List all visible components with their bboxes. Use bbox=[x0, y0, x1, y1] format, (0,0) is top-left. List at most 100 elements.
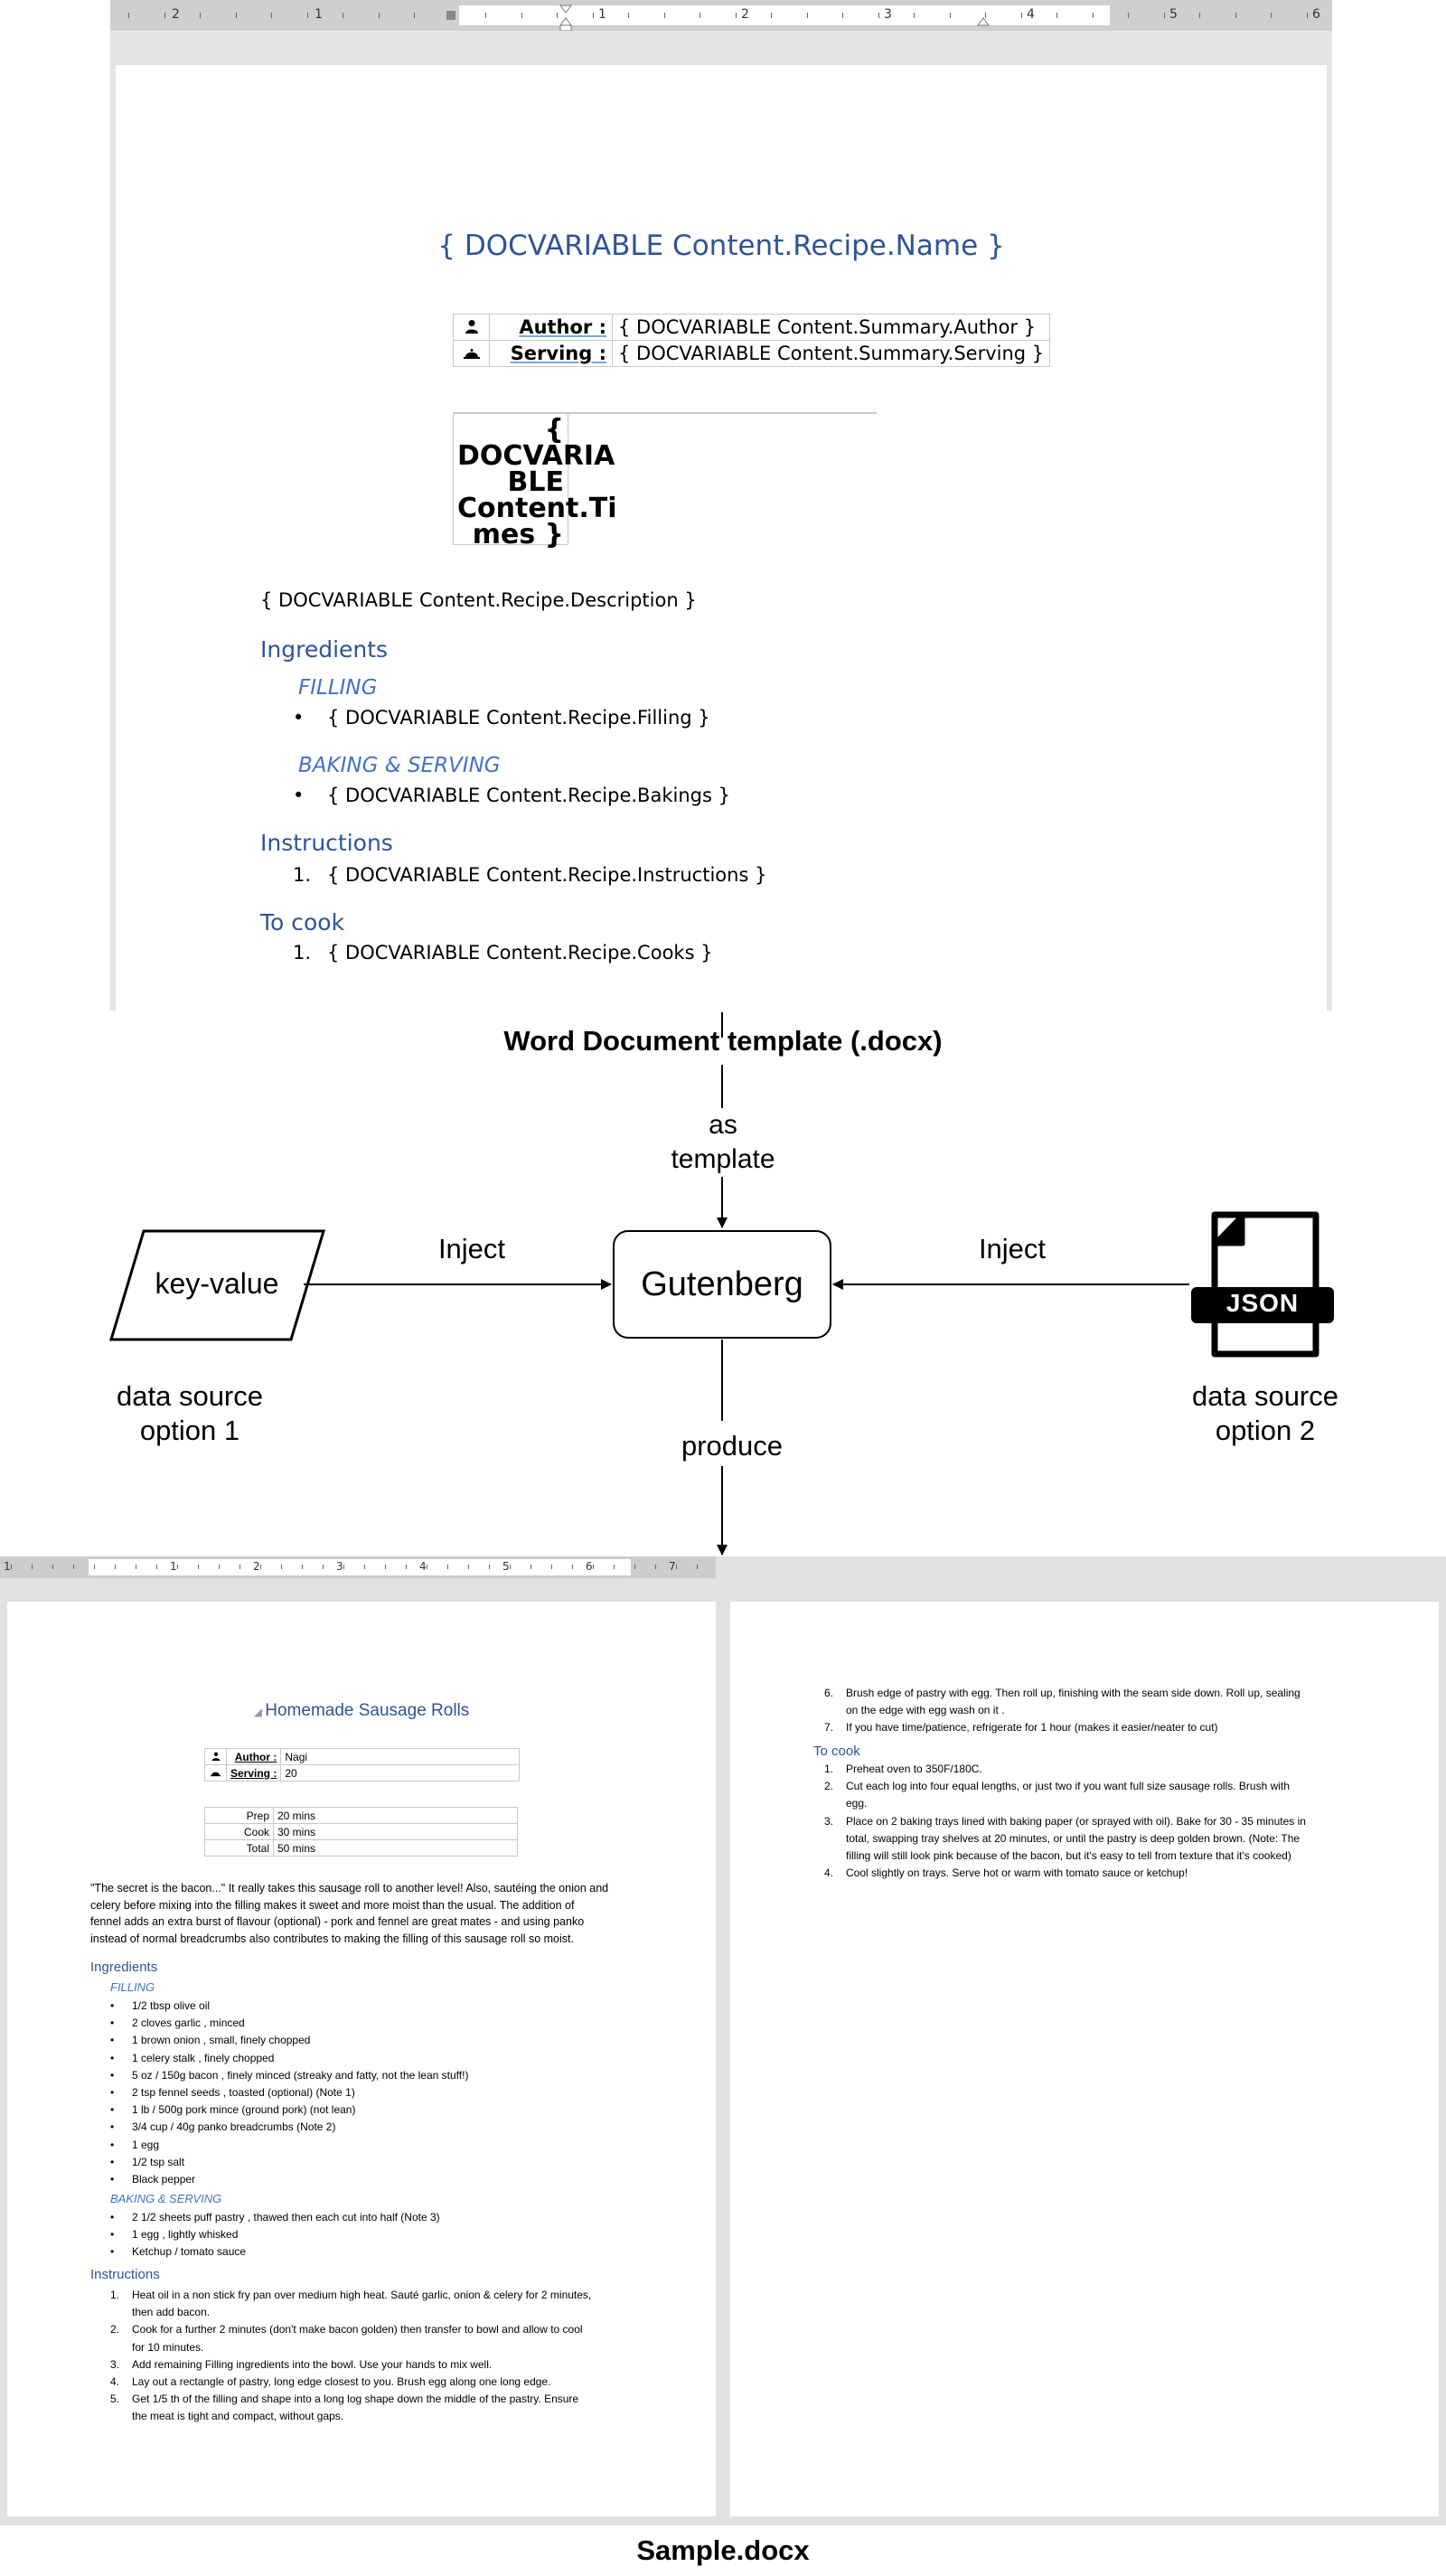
ruler-tick bbox=[593, 1565, 594, 1569]
bullet-marker: • bbox=[110, 2017, 115, 2030]
ingredients-heading: Ingredients bbox=[90, 1960, 158, 1975]
ruler-tick bbox=[32, 1565, 33, 1569]
list-item-text: 2 tsp fennel seeds , toasted (optional) … bbox=[132, 2086, 355, 2100]
list-number: 4. bbox=[110, 2375, 120, 2389]
list-item-text: Black pepper bbox=[132, 2173, 196, 2186]
bullet-marker: • bbox=[110, 1999, 115, 2012]
list-item-text: 1 egg bbox=[132, 2138, 160, 2151]
person-icon bbox=[453, 314, 490, 341]
list-item-text: then add bacon. bbox=[132, 2306, 211, 2319]
ruler-tick bbox=[73, 1565, 74, 1569]
list-item: 2.Cook for a further 2 minutes (don't ma… bbox=[90, 2321, 591, 2355]
list-item-text: 1 lb / 500g pork mince (ground pork) (no… bbox=[132, 2103, 356, 2117]
ruler-tick bbox=[510, 1565, 511, 1569]
list-item-text: 2 1/2 sheets puff pastry , thawed then e… bbox=[132, 2211, 440, 2223]
to-cook-heading: To cook bbox=[260, 909, 345, 935]
ruler-number: 4 bbox=[419, 1560, 427, 1573]
filling-heading: FILLING bbox=[298, 676, 378, 700]
ruler-number: 4 bbox=[1027, 7, 1035, 22]
horizontal-ruler[interactable]: 2 1 1 2 3 4 5 6 bbox=[110, 0, 1332, 31]
sample-page-1: ◢ Homemade Sausage Rolls Author : Nagi S… bbox=[7, 1602, 716, 2516]
list-item-text: 1/2 tsp salt bbox=[132, 2155, 185, 2168]
bullet-marker: • bbox=[110, 2034, 115, 2047]
ruler-number: 6 bbox=[586, 1560, 593, 1573]
ruler-tick bbox=[985, 13, 986, 18]
ruler-tick bbox=[697, 1565, 698, 1569]
list-item: •1/2 tsp salt bbox=[90, 2154, 468, 2171]
ruler-tick bbox=[260, 1565, 261, 1569]
ruler-tick bbox=[302, 1565, 303, 1569]
list-item: • 1 brown onion , small, finely chopped bbox=[90, 2032, 468, 2049]
ruler-tick bbox=[1128, 13, 1129, 18]
baking-heading: BAKING & SERVING bbox=[298, 754, 501, 777]
ruler-tick bbox=[343, 1565, 344, 1569]
ruler-number: 1 bbox=[598, 7, 606, 22]
json-label: JSON bbox=[1225, 1289, 1300, 1317]
ruler-tick bbox=[164, 13, 165, 18]
list-item: 7.If you have time/patience, refrigerate… bbox=[804, 1719, 1300, 1736]
ruler-tick bbox=[878, 13, 879, 18]
ruler-number: 7 bbox=[669, 1560, 676, 1573]
horizontal-ruler[interactable]: 1 1 2 3 4 5 6 7 bbox=[0, 1556, 716, 1578]
ruler-text-area bbox=[89, 1559, 631, 1575]
list-item-text: 1/2 tbsp olive oil bbox=[132, 1999, 211, 2012]
list-item-text: Cook for a further 2 minutes (don't make… bbox=[132, 2323, 583, 2336]
list-item-text: Cool slightly on trays. Serve hot or war… bbox=[846, 1866, 1188, 1880]
list-item: •2 cloves garlic , minced bbox=[90, 2015, 468, 2032]
list-item-text: 1 brown onion , small, finely chopped bbox=[132, 2034, 311, 2047]
description-field: { DOCVARIABLE Content.Recipe.Description… bbox=[260, 589, 697, 611]
template-page: { DOCVARIABLE Content.Recipe.Name } Auth… bbox=[116, 65, 1327, 1011]
baking-list: • 2 1/2 sheets puff pastry , thawed then … bbox=[90, 2209, 440, 2261]
serving-field: { DOCVARIABLE Content.Summary.Serving } bbox=[611, 340, 1051, 367]
ingredients-heading: Ingredients bbox=[260, 636, 389, 663]
list-item-text: 1 celery stalk , finely chopped bbox=[132, 2051, 275, 2064]
instructions-list-item: 1.{ DOCVARIABLE Content.Recipe.Instructi… bbox=[293, 864, 767, 886]
list-item: • 5 oz / 150g bacon , finely minced (stre… bbox=[90, 2067, 468, 2084]
ruler-tick bbox=[128, 13, 129, 18]
list-item-text: Ketchup / tomato sauce bbox=[132, 2245, 247, 2259]
bullet-marker: • bbox=[110, 2228, 115, 2242]
ruler-tick bbox=[1092, 13, 1094, 18]
list-item: •3/4 cup / 40g panko breadcrumbs (Note 2… bbox=[90, 2119, 468, 2136]
ruler-tick bbox=[235, 13, 237, 18]
key-value-label: key-value bbox=[155, 1267, 279, 1300]
list-number: 6. bbox=[824, 1687, 834, 1699]
list-item-text: 5 oz / 150g bacon , finely minced (strea… bbox=[132, 2068, 469, 2082]
ruler-tick bbox=[634, 1565, 635, 1569]
list-item: • 1 egg bbox=[90, 2137, 468, 2154]
ruler-tick bbox=[11, 1565, 12, 1569]
ruler-tick bbox=[52, 1565, 53, 1569]
ruler-tick bbox=[306, 13, 308, 18]
list-item-text: Brush edge of pastry with egg. Then roll… bbox=[846, 1687, 1300, 1699]
ruler-number: 3 bbox=[884, 7, 892, 22]
bullet-marker: • bbox=[110, 2068, 115, 2082]
serving-value: 20 bbox=[280, 1764, 521, 1782]
ruler-tick bbox=[485, 13, 486, 18]
instructions-heading: Instructions bbox=[90, 2267, 160, 2282]
ruler-tick bbox=[1020, 13, 1022, 18]
bullet-marker: • bbox=[110, 2086, 115, 2100]
summary-row: Serving : 20 bbox=[204, 1764, 521, 1782]
ruler-number: 1 bbox=[4, 1560, 11, 1573]
list-item: 6. Brush edge of pastry with egg. Then ro… bbox=[804, 1685, 1300, 1719]
ruler-tick bbox=[385, 1565, 386, 1569]
list-item: 4.Cool slightly on trays. Serve hot or w… bbox=[804, 1865, 1306, 1882]
list-item: 5.Get 1/5 th of the filling and shape in… bbox=[90, 2391, 591, 2425]
summary-row: Serving : { DOCVARIABLE Content.Summary.… bbox=[453, 340, 1051, 367]
list-item: • 1/2 tbsp olive oil bbox=[90, 1998, 468, 2015]
ruler-tick bbox=[156, 1565, 157, 1569]
ruler-number: 1 bbox=[315, 7, 323, 22]
person-icon bbox=[204, 1748, 227, 1765]
list-item: 1.Heat oil in a non stick fry pan over m… bbox=[90, 2287, 591, 2321]
ruler-tick bbox=[572, 1565, 573, 1569]
list-item-text: egg. bbox=[846, 1797, 868, 1810]
list-item-text: 1 egg , lightly whisked bbox=[132, 2228, 239, 2242]
list-item: 4.Lay out a rectangle of pastry, long ed… bbox=[90, 2374, 591, 2391]
ruler-tick bbox=[447, 1565, 448, 1569]
indent-markers[interactable] bbox=[110, 0, 1332, 31]
ruler-number: 5 bbox=[502, 1560, 510, 1573]
list-item-text: the meat is tight and compact, without g… bbox=[132, 2410, 344, 2423]
bullet-marker: • bbox=[110, 2138, 115, 2151]
filling-list: • 1/2 tbsp olive oil •2 cloves garlic , mi… bbox=[90, 1998, 468, 2188]
